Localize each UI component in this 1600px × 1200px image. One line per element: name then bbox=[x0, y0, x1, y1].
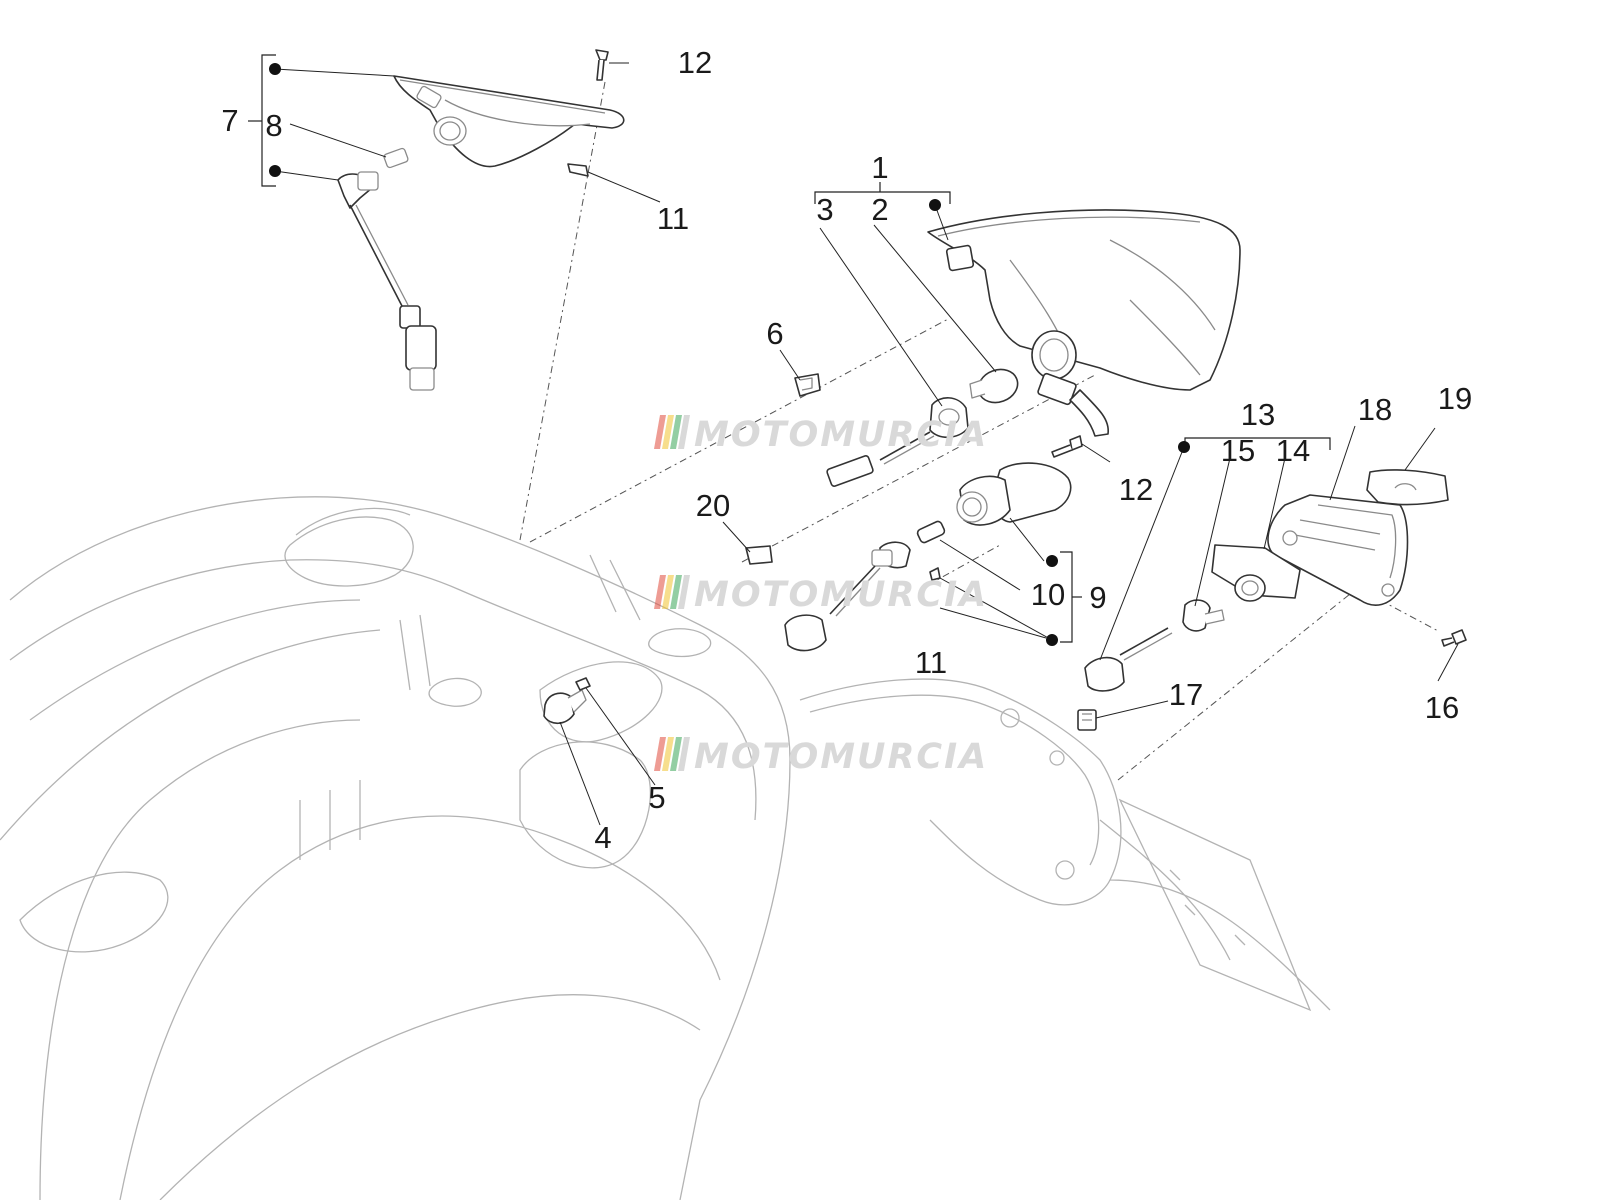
clip-6 bbox=[794, 373, 821, 397]
watermark-text: MOTOMURCIA bbox=[694, 415, 988, 455]
callout-18: 18 bbox=[1358, 392, 1392, 427]
screw-12-middle bbox=[1051, 435, 1083, 458]
callout-labels: 1 2 3 4 5 6 7 8 9 10 11 11 12 12 13 14 1… bbox=[221, 45, 1472, 855]
plate-light-housing-18 bbox=[1267, 494, 1409, 606]
plate-bulb-holder-14 bbox=[1211, 544, 1301, 602]
callout-19: 19 bbox=[1438, 381, 1472, 416]
bulb-15 bbox=[1182, 599, 1225, 632]
callout-11-top: 11 bbox=[657, 201, 689, 236]
callout-9: 9 bbox=[1089, 580, 1106, 615]
watermark-1: MOTOMURCIA bbox=[654, 415, 988, 455]
screw-12-top bbox=[595, 49, 609, 81]
clip-5 bbox=[575, 677, 591, 691]
callout-13: 13 bbox=[1241, 397, 1275, 432]
clip-17 bbox=[1077, 709, 1097, 731]
scooter-rear-body bbox=[0, 496, 791, 1200]
group-brackets bbox=[248, 54, 1331, 643]
callout-17: 17 bbox=[1169, 677, 1203, 712]
callout-10: 10 bbox=[1031, 577, 1065, 612]
bulb-2 bbox=[969, 368, 1019, 404]
bulb-socket-3 bbox=[826, 397, 969, 487]
callout-4: 4 bbox=[594, 820, 611, 855]
plate-light-socket-13 bbox=[1084, 627, 1173, 692]
callout-11-middle: 11 bbox=[915, 645, 947, 680]
clip-20 bbox=[745, 545, 773, 565]
watermark-2: MOTOMURCIA bbox=[654, 575, 988, 615]
clip-11-top bbox=[567, 163, 589, 177]
callout-16: 16 bbox=[1425, 690, 1459, 725]
callout-2: 2 bbox=[871, 192, 888, 227]
callout-7: 7 bbox=[221, 103, 238, 138]
assembly-guides bbox=[519, 81, 1441, 781]
watermark-text: MOTOMURCIA bbox=[694, 575, 988, 615]
callout-6: 6 bbox=[766, 316, 783, 351]
callout-20: 20 bbox=[696, 488, 730, 523]
knob-4 bbox=[543, 689, 587, 725]
leader-lines bbox=[274, 62, 1459, 826]
callout-14: 14 bbox=[1276, 433, 1310, 468]
callout-12-top: 12 bbox=[678, 45, 712, 80]
callout-3: 3 bbox=[816, 192, 833, 227]
callout-15: 15 bbox=[1221, 433, 1255, 468]
callout-8: 8 bbox=[265, 108, 282, 143]
callout-12-middle: 12 bbox=[1119, 472, 1153, 507]
tail-light-assembly bbox=[927, 209, 1241, 437]
watermark-3: MOTOMURCIA bbox=[654, 737, 988, 777]
rear-fender bbox=[799, 678, 1331, 1012]
screw-16 bbox=[1441, 629, 1467, 647]
plate-light-lens-19 bbox=[1366, 469, 1449, 506]
callout-5: 5 bbox=[648, 780, 665, 815]
turn-signal-9 bbox=[784, 462, 1072, 652]
callout-1: 1 bbox=[871, 150, 888, 185]
group-dots bbox=[269, 63, 1190, 646]
watermark-text: MOTOMURCIA bbox=[694, 737, 988, 777]
side-marker-light bbox=[337, 75, 625, 391]
